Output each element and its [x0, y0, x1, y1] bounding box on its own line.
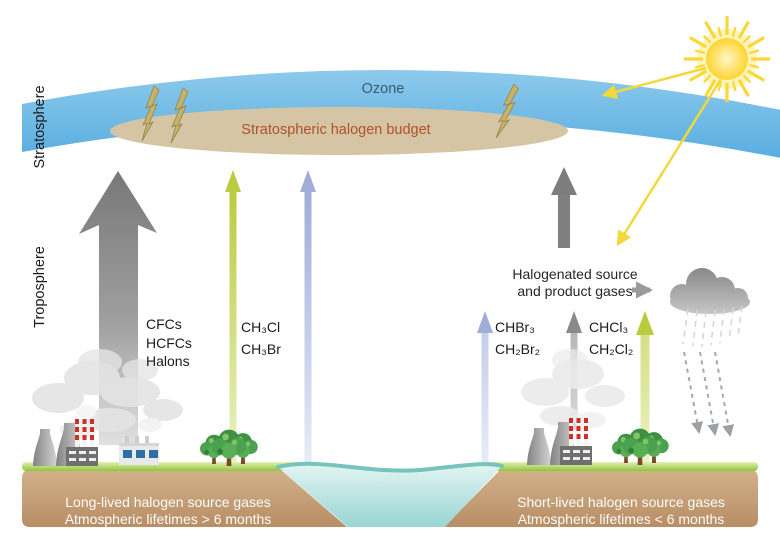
long-lived-caption-line1: Long-lived halogen source gases — [65, 494, 271, 510]
stratosphere-injection-arrow — [551, 167, 577, 248]
long-lived-caption: Long-lived halogen source gases Atmosphe… — [65, 494, 272, 528]
tree-icon-left — [200, 429, 258, 466]
gas-ch2cl2: CH₂Cl₂ — [589, 341, 634, 357]
sunlight-arrows — [601, 66, 723, 247]
rain-streaks — [682, 305, 743, 348]
gas-chcl3: CHCl₃ — [589, 319, 629, 335]
gas-chbr3: CHBr₃ — [495, 319, 535, 335]
gas-hcfcs: HCFCs — [146, 334, 192, 351]
budget-label: Stratospheric halogen budget — [241, 122, 431, 138]
water-surface-line — [276, 461, 504, 473]
short-lived-caption: Short-lived halogen source gases Atmosph… — [517, 494, 725, 528]
stratosphere-label: Stratosphere — [32, 85, 48, 169]
halogenated-gases-label: Halogenated source and product gases — [512, 266, 637, 300]
long-lived-caption-line2: Atmospheric lifetimes > 6 months — [64, 511, 272, 527]
sun-icon — [684, 16, 770, 102]
gas-halons: Halons — [146, 353, 190, 369]
tree-icon-right — [612, 428, 669, 465]
ground-left — [22, 470, 347, 527]
gas-ch3cl: CH₃Cl — [241, 319, 281, 335]
short-lived-caption-line2: Atmospheric lifetimes < 6 months — [517, 511, 725, 527]
halogenated-line2: and product gases — [517, 283, 633, 299]
grass-right — [480, 462, 758, 471]
short-lived-caption-line1: Short-lived halogen source gases — [517, 494, 725, 510]
troposphere-label: Troposphere — [32, 246, 48, 328]
cloud-rain-icon — [670, 268, 750, 314]
smoke-right — [521, 349, 625, 428]
halogenated-line1: Halogenated source — [512, 266, 638, 282]
factory-icon-left — [33, 419, 159, 466]
ch3x-emission-arrow — [225, 170, 241, 470]
vslh-emission-arrow — [636, 311, 654, 462]
ocean-emission-arrow — [300, 170, 316, 470]
long-lived-gas-list: CFCs HCFCs Halons — [146, 315, 192, 371]
halogen-budget-ellipse — [110, 107, 568, 155]
deposition-arrows — [683, 351, 735, 437]
sunlight-arrow-troposphere — [616, 78, 723, 247]
ground-right — [444, 470, 758, 527]
bromocarbon-gas-list: CHBr₃ CH₂Br₂ — [495, 316, 540, 360]
bromocarbon-arrow — [477, 311, 493, 470]
chlorocarbon-gas-list: CHCl₃ CH₂Cl₂ — [589, 316, 633, 360]
sunlight-arrow-ozone — [601, 66, 707, 100]
water-body — [278, 463, 502, 527]
gas-cfcs: CFCs — [146, 316, 182, 332]
ozone-label: Ozone — [361, 81, 405, 97]
gas-ch2br2: CH₂Br₂ — [495, 341, 541, 357]
gas-ch3br: CH₃Br — [241, 341, 281, 357]
smoke-left — [32, 349, 183, 439]
biogenic-gas-list: CH₃Cl CH₃Br — [241, 316, 281, 360]
